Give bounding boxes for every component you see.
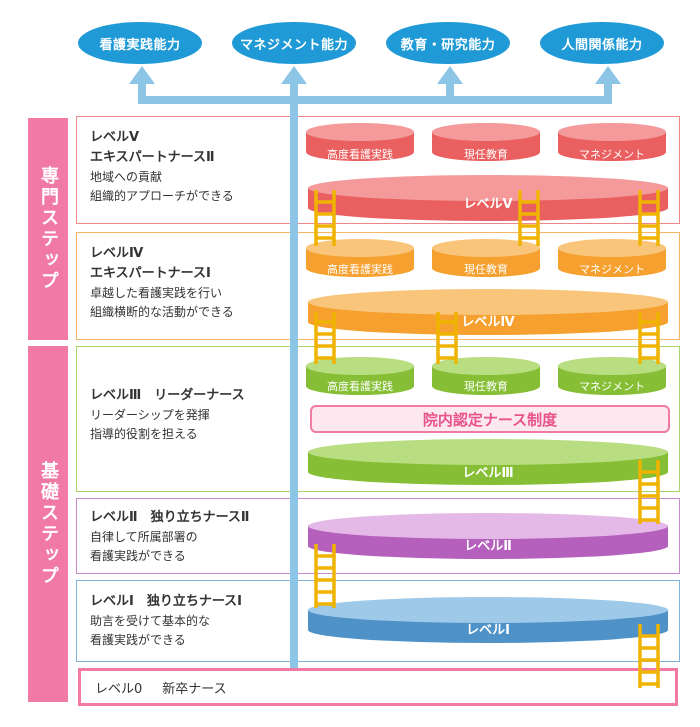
level5-tiers (306, 123, 666, 161)
level4-text: レベルⅣ エキスパートナースⅠ 卓越した看護実践を行い 組織横断的な活動ができる (90, 246, 234, 319)
level2-text: レベルⅡ 独り立ちナースⅡ 自律して所属部署の 看護実践ができる (90, 510, 250, 563)
ladder-l4-l5-right (638, 190, 660, 246)
ladder-l4-l5-mid (518, 190, 540, 246)
level5-text: レベルⅤ エキスパートナースⅡ 地域への貢献 組織的アプローチができる (90, 130, 234, 203)
level4-disk-label: レベルⅣ (461, 315, 515, 330)
l3-tier-1: 高度看護実践 (327, 379, 393, 393)
l3-tier-2: 現任教育 (464, 379, 508, 393)
ladder-l3-l4-mid (436, 312, 458, 364)
l5-tier-2: 現任教育 (464, 147, 508, 161)
l3-tier-3: マネジメント (579, 380, 645, 393)
l5-tier-3: マネジメント (579, 148, 645, 161)
l4-tier-2: 現任教育 (464, 262, 508, 276)
ability-management: マネジメント能力 (232, 22, 356, 64)
level2-disk-label: レベルⅡ (464, 539, 512, 554)
l5-tier-1: 高度看護実践 (327, 147, 393, 161)
l4-tier-1: 高度看護実践 (327, 262, 393, 276)
ladder-l1-l2 (314, 544, 336, 608)
certified-nurse-program: 院内認定ナース制度 (310, 405, 670, 433)
ladder-l4-l5-left (314, 190, 336, 246)
level0-label: レベル0 (95, 681, 143, 697)
ladder-l2-l3 (638, 460, 660, 524)
level0-title: 新卒ナース (162, 681, 227, 697)
ladder-l3-l4-right (638, 312, 660, 364)
ability-human-relations: 人間関係能力 (540, 22, 664, 64)
level3-tiers (306, 357, 666, 395)
specialist-step-label: 専門ステップ (28, 118, 68, 340)
ladders (314, 190, 660, 688)
ability-education-research: 教育・研究能力 (386, 22, 510, 64)
basic-step-label: 基礎ステップ (28, 346, 68, 702)
connector-pipes (129, 66, 621, 668)
level3-text: レベルⅢ リーダーナース リーダーシップを発揮 指導的役割を担える (90, 388, 245, 441)
level5-disk-label: レベルⅤ (463, 197, 512, 212)
ladder-l3-l4-left (314, 312, 336, 364)
ladder-l0-l1 (638, 624, 660, 688)
level1-text: レベルⅠ 独り立ちナースⅠ 助言を受けて基本的な 看護実践ができる (90, 594, 243, 647)
l4-tier-3: マネジメント (579, 263, 645, 276)
level3-disk-label: レベルⅢ (462, 466, 513, 481)
ability-nursing-practice: 看護実践能力 (78, 22, 202, 64)
level1-disk-label: レベルⅠ (466, 623, 510, 638)
level4-tiers (306, 239, 666, 277)
level0-box: レベル0 新卒ナース (78, 668, 678, 706)
